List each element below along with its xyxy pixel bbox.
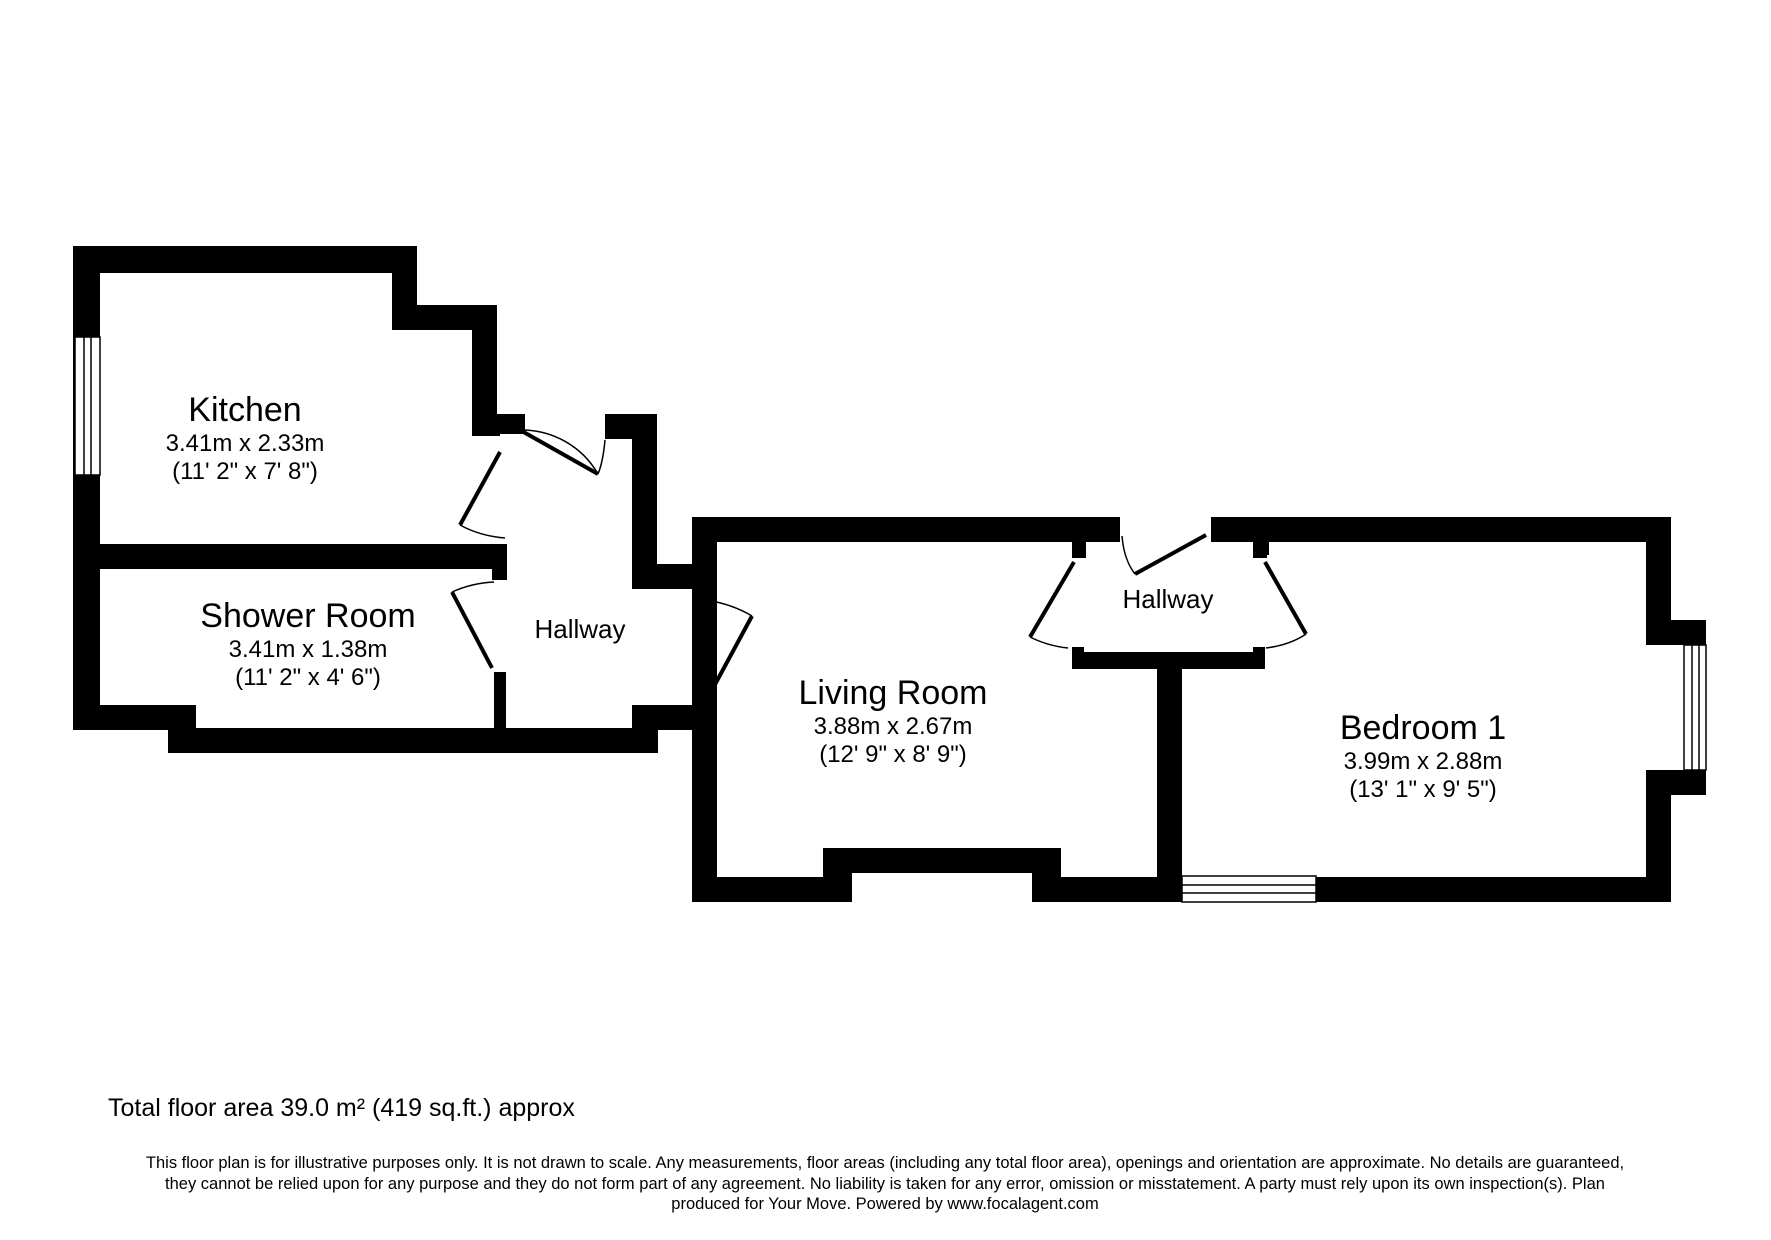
room-dimensions-metric: 3.99m x 2.88m xyxy=(1343,748,1503,776)
door-living-leaf xyxy=(710,615,754,691)
kitchen-window xyxy=(74,336,101,476)
disclaimer-line: This floor plan is for illustrative purp… xyxy=(145,1154,1625,1172)
door-hall-top-leaf xyxy=(519,428,599,476)
room-dimensions-imperial: (12' 9" x 8' 9") xyxy=(819,741,967,769)
room-dimensions-metric: 3.41m x 2.33m xyxy=(165,430,325,458)
room-dimensions-imperial: (11' 2" x 7' 8") xyxy=(172,458,318,486)
wall-bedroom-east-top xyxy=(1646,517,1671,625)
room-name: Bedroom 1 xyxy=(1339,709,1507,747)
door-entrance-leaf xyxy=(1134,533,1207,576)
wall-hall-east-step xyxy=(632,564,692,589)
wall-living-bedroom-divider xyxy=(1157,667,1182,902)
total-floor-area: Total floor area 39.0 m² (419 sq.ft.) ap… xyxy=(108,1094,575,1122)
doors xyxy=(450,428,1308,691)
walls xyxy=(73,246,1706,902)
room-label-bedroom-1: Bedroom 1 3.99m x 2.88m (13' 1" x 9' 5") xyxy=(1340,708,1506,805)
wall-hall-right-post-right xyxy=(1253,647,1265,669)
wall-living-bay xyxy=(823,848,1061,873)
wall-bedroom-east-notch-top xyxy=(1646,620,1706,645)
room-label-hallway-right: Hallway xyxy=(1122,584,1214,614)
room-label-shower-room: Shower Room 3.41m x 1.38m (11' 2" x 4' 6… xyxy=(200,596,415,693)
bedroom-window-east xyxy=(1683,644,1707,771)
door-hall-living-swing xyxy=(1029,636,1069,649)
room-dimensions-metric: 3.41m x 1.38m xyxy=(228,636,388,664)
windows xyxy=(74,336,1707,903)
disclaimer-line: they cannot be relied upon for any purpo… xyxy=(165,1174,1605,1193)
wall-kitchen-north xyxy=(73,246,417,273)
room-label-living-room: Living Room 3.88m x 2.67m (12' 9" x 8' 9… xyxy=(799,673,988,770)
bedroom-window-south xyxy=(1181,875,1317,903)
wall-living-north xyxy=(692,517,1120,542)
room-label-hallway-left: Hallway xyxy=(534,614,626,644)
disclaimer: This floor plan is for illustrative purp… xyxy=(40,1153,1730,1215)
door-shower-swing xyxy=(451,581,495,593)
wall-bedroom-south xyxy=(1316,877,1671,902)
wall-bedroom-right-jamb xyxy=(1255,517,1269,555)
wall-living-west xyxy=(692,517,717,902)
wall-kitchen-shower-divider xyxy=(100,544,505,569)
wall-hallway-south-east xyxy=(632,705,702,730)
wall-living-bay-west xyxy=(823,848,852,902)
room-dimensions-imperial: (11' 2" x 4' 6") xyxy=(235,664,381,692)
wall-hall-right-south xyxy=(1072,652,1264,669)
wall-hall-left-jamb-top xyxy=(472,416,500,436)
wall-bedroom-north xyxy=(1211,517,1671,542)
room-label-kitchen: Kitchen 3.41m x 2.33m (11' 2" x 7' 8") xyxy=(166,390,325,487)
room-dimensions-metric: 3.88m x 2.67m xyxy=(813,713,973,741)
wall-hall-west-jamb-low xyxy=(492,544,507,580)
room-dimensions-imperial: (13' 1" x 9' 5") xyxy=(1349,776,1497,804)
door-hall-living-leaf xyxy=(1028,560,1076,639)
room-name: Kitchen xyxy=(188,391,302,429)
door-kitchen-swing xyxy=(459,524,506,539)
door-living-swing xyxy=(705,599,753,617)
wall-hall-east xyxy=(632,414,657,589)
door-bedroom-leaf xyxy=(1263,561,1308,635)
disclaimer-line: produced for Your Move. Powered by www.f… xyxy=(671,1195,1099,1214)
wall-hall-west-post xyxy=(494,672,506,728)
door-kitchen-leaf xyxy=(458,451,502,526)
wall-hall-right-post-left xyxy=(1072,647,1084,669)
wall-hall-right-jamb-left xyxy=(1072,542,1086,558)
wall-kitchen-east xyxy=(472,305,497,432)
room-name: Living Room xyxy=(798,674,988,712)
room-name: Shower Room xyxy=(200,597,416,635)
door-shower-leaf xyxy=(450,591,494,669)
wall-shower-south xyxy=(168,728,658,753)
door-entrance-swing xyxy=(1121,535,1136,575)
door-bedroom-swing xyxy=(1265,633,1307,649)
door-hall-top-swing xyxy=(519,429,599,475)
wall-left-block-west xyxy=(73,246,100,730)
wall-hall-north xyxy=(497,414,525,434)
